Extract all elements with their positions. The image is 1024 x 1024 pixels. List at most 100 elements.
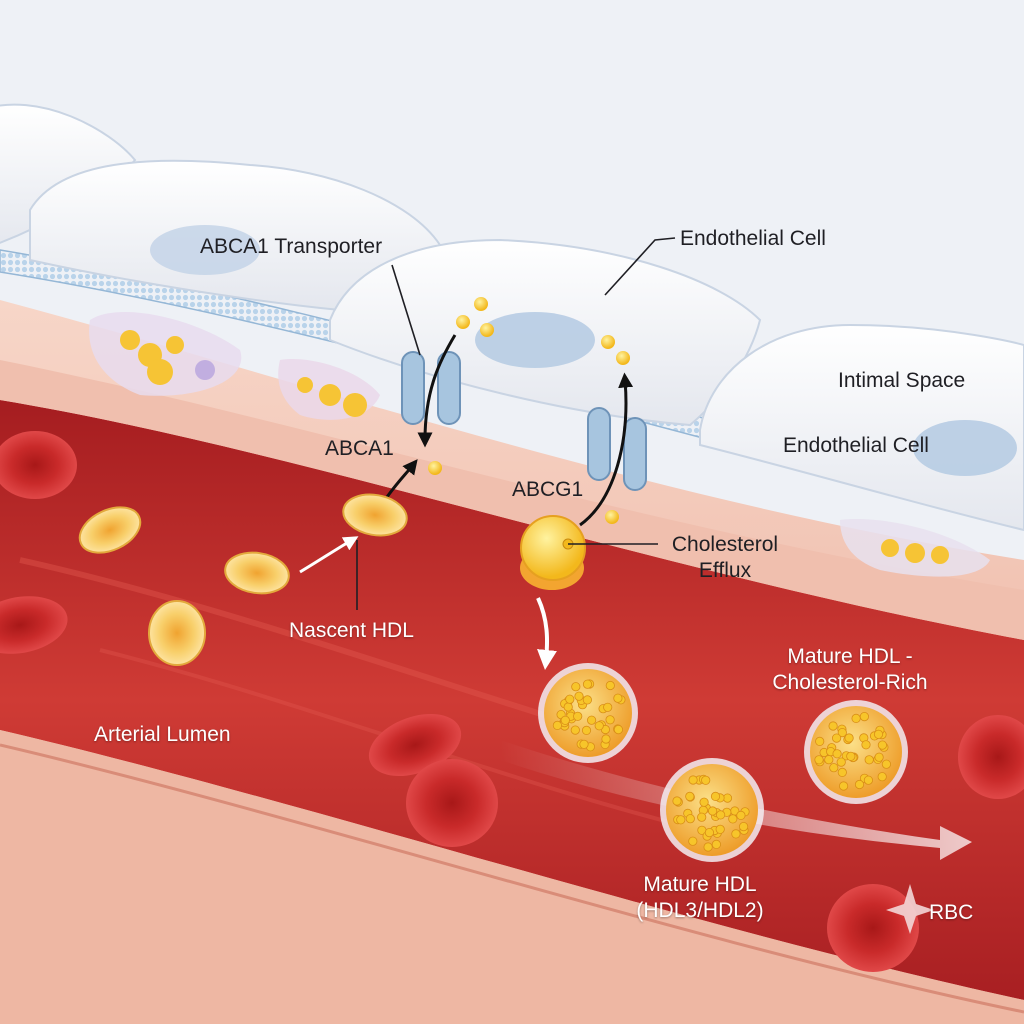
cholesterol-bead xyxy=(814,755,824,765)
label-rbc: RBC xyxy=(929,901,974,924)
cholesterol-bead xyxy=(846,751,856,761)
cholesterol-bead xyxy=(832,749,842,759)
label-cholesterol-efflux-line1: Cholesterol xyxy=(671,533,779,556)
cholesterol-bead xyxy=(685,791,695,802)
cholesterol-bead xyxy=(877,772,887,782)
cholesterol-bead xyxy=(704,827,715,838)
blood-flow-arrow xyxy=(500,740,972,860)
cholesterol-bead xyxy=(574,691,584,701)
label-mature-hdl-subtypes: Mature HDL (HDL3/HDL2) xyxy=(620,872,780,924)
into-nascent-arrow xyxy=(299,536,359,574)
cholesterol-bead xyxy=(688,775,698,785)
cholesterol-bead xyxy=(828,721,838,731)
cholesterol-bead xyxy=(688,836,698,846)
cholesterol-bead xyxy=(613,693,623,703)
intimal-layer xyxy=(0,360,1024,640)
efflux-to-mature-arrow xyxy=(536,597,557,670)
cholesterol-bead xyxy=(699,797,709,807)
cholesterol-bead xyxy=(565,694,575,704)
label-mature-hdl-subtypes-line1: Mature HDL xyxy=(643,873,757,896)
cholesterol-bead xyxy=(703,842,713,852)
label-mature-hdl-rich-line2: Cholesterol-Rich xyxy=(772,671,928,694)
cholesterol-bead xyxy=(863,775,874,785)
label-abcg1: ABCG1 xyxy=(512,478,584,501)
label-abca1: ABCA1 xyxy=(325,437,394,460)
cholesterol-bead xyxy=(731,829,741,839)
cholesterol-bead xyxy=(579,739,589,749)
cholesterol-bead xyxy=(560,715,570,725)
cholesterol-bead xyxy=(738,821,749,832)
endothelial-cells xyxy=(0,103,1024,532)
abca1-transporter-protein xyxy=(401,351,461,425)
cholesterol-bead xyxy=(601,734,611,744)
lipid-deposits xyxy=(89,311,990,577)
cholesterol-bead xyxy=(603,702,613,712)
cholesterol-bead xyxy=(697,812,707,822)
nucleus xyxy=(475,312,595,368)
cholesterol-bead xyxy=(701,775,711,785)
arterial-lumen xyxy=(0,400,1024,1000)
cholesterol-bead xyxy=(685,814,695,824)
cholesterol-bead xyxy=(613,724,624,735)
cholesterol-bead xyxy=(838,781,849,791)
red-blood-cells xyxy=(0,431,1024,972)
cholesterol-bead xyxy=(837,727,847,738)
cholesterol-bead xyxy=(844,733,854,743)
mature-hdl-core xyxy=(544,669,632,757)
abcg1-flux-arrow xyxy=(579,372,634,527)
cholesterol-bead xyxy=(859,711,870,722)
cholesterol-bead xyxy=(605,715,615,725)
nucleus xyxy=(150,225,260,275)
cholesterol-bead xyxy=(672,796,682,806)
cholesterol-molecules xyxy=(428,297,630,524)
cholesterol-bead xyxy=(707,806,718,816)
label-endothelial-cell-top: Endothelial Cell xyxy=(680,227,826,250)
sparkle-icon xyxy=(886,884,934,934)
cholesterol-efflux-droplet xyxy=(520,515,586,590)
label-mature-hdl-rich-line1: Mature HDL - xyxy=(787,645,913,668)
label-mature-hdl-rich: Mature HDL - Cholesterol-Rich xyxy=(750,644,950,696)
cholesterol-bead xyxy=(715,824,725,834)
cholesterol-bead xyxy=(829,763,839,773)
cholesterol-bead xyxy=(873,729,884,739)
cholesterol-bead xyxy=(837,767,847,778)
label-cholesterol-efflux-line2: Efflux xyxy=(698,559,752,582)
cholesterol-bead xyxy=(877,740,888,750)
label-intimal-space: Intimal Space xyxy=(838,369,966,392)
cholesterol-bead xyxy=(864,755,874,765)
cholesterol-bead xyxy=(582,679,593,689)
cholesterol-bead xyxy=(861,740,871,750)
label-cholesterol-efflux: Cholesterol Efflux xyxy=(660,532,790,584)
cholesterol-bead xyxy=(824,755,834,765)
cholesterol-bead xyxy=(586,715,597,725)
nucleus xyxy=(913,420,1017,476)
cholesterol-bead xyxy=(710,791,721,802)
label-arterial-lumen: Arterial Lumen xyxy=(94,723,231,746)
cholesterol-bead xyxy=(711,839,722,850)
cholesterol-bead xyxy=(676,815,686,825)
cholesterol-bead xyxy=(831,733,842,743)
cholesterol-bead xyxy=(582,695,593,705)
leader-lines xyxy=(356,237,676,610)
cholesterol-bead xyxy=(854,779,865,790)
cholesterol-bead xyxy=(563,702,573,712)
cholesterol-bead xyxy=(728,814,738,824)
label-abca1-transporter: ABCA1 Transporter xyxy=(200,235,383,258)
nascent-to-abca1-arrow xyxy=(383,459,418,501)
cholesterol-bead xyxy=(571,682,581,692)
label-nascent-hdl: Nascent HDL xyxy=(289,619,414,642)
abcg1-transporter-protein xyxy=(587,407,647,491)
cholesterol-bead xyxy=(594,721,604,731)
cholesterol-bead xyxy=(851,713,861,724)
cholesterol-bead xyxy=(815,736,825,747)
cholesterol-bead xyxy=(581,725,592,736)
label-endothelial-cell-right: Endothelial Cell xyxy=(783,434,929,457)
label-mature-hdl-subtypes-line2: (HDL3/HDL2) xyxy=(636,899,764,922)
cholesterol-bead xyxy=(881,759,892,769)
cholesterol-bead xyxy=(874,752,884,762)
cholesterol-bead xyxy=(573,711,583,721)
cholesterol-bead xyxy=(715,810,726,820)
cholesterol-bead xyxy=(836,757,846,767)
